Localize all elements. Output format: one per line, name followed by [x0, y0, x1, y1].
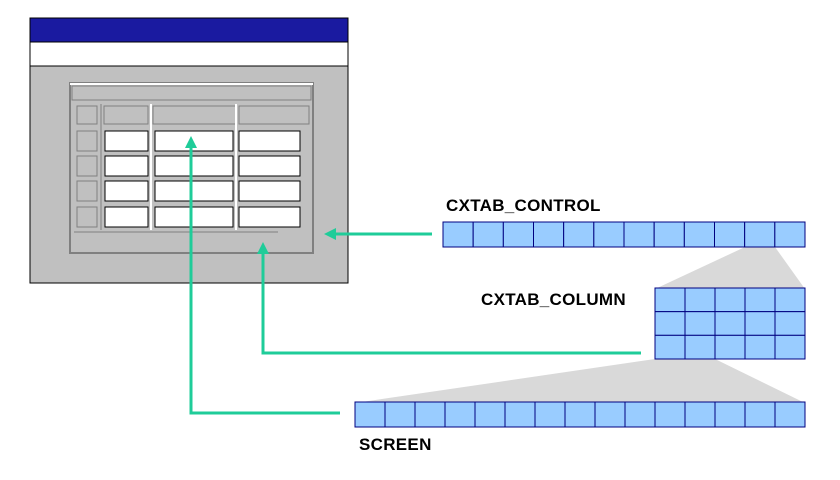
column-structure-cell [654, 287, 686, 313]
table-cell-input[interactable] [154, 180, 234, 202]
screen-structure-cell [474, 401, 506, 428]
screen-to-table-arrow [189, 144, 340, 415]
table-cell-input[interactable] [238, 206, 301, 228]
arrowhead-up-icon [185, 136, 197, 148]
control-structure-cell [774, 221, 806, 248]
table-cell-input[interactable] [104, 206, 149, 228]
table-cell-input[interactable] [154, 206, 234, 228]
arrowhead-left-icon [324, 228, 336, 240]
screen-structure-cell [654, 401, 686, 428]
table-cell-input[interactable] [104, 180, 149, 202]
table-row [76, 180, 301, 202]
table-cell-input[interactable] [104, 155, 149, 177]
column-to-table-arrow [261, 250, 641, 355]
cxtab-control-structure [442, 221, 806, 248]
column-header-2[interactable] [152, 105, 237, 125]
screen-label: SCREEN [359, 435, 432, 454]
connector-arrows [189, 144, 641, 415]
control-structure-cell [593, 221, 625, 248]
screen-structure-cell [564, 401, 596, 428]
screen-window [29, 17, 349, 284]
table-frame-highlight [70, 83, 313, 85]
column-structure-cell [684, 334, 716, 360]
row-selector-header[interactable] [76, 105, 98, 125]
column-structure-cell [714, 334, 746, 360]
arrowhead-up-icon [257, 242, 269, 254]
control-structure-cell [563, 221, 595, 248]
row-selector[interactable] [76, 155, 98, 177]
screen-structure-cell [354, 401, 386, 428]
table-title-bar [71, 85, 312, 101]
screen-structure-cell [594, 401, 626, 428]
table-row [76, 130, 301, 152]
row-selector[interactable] [76, 206, 98, 228]
table-row [76, 155, 301, 177]
control-structure-cell [653, 221, 685, 248]
row-selector[interactable] [76, 130, 98, 152]
row-selector[interactable] [76, 180, 98, 202]
window-menu-bar [29, 41, 349, 67]
column-structure-cell [714, 287, 746, 313]
control-structure-cell [714, 221, 746, 248]
column-structure-cell [744, 334, 776, 360]
cxtab-column-structure [654, 287, 806, 360]
control-structure-cell [472, 221, 504, 248]
column-structure-cell [684, 287, 716, 313]
control-structure-cell [533, 221, 565, 248]
column-structure-cell [774, 287, 806, 313]
screen-structure-cell [714, 401, 746, 428]
column-structure-cell [654, 334, 686, 360]
column-structure-cell [774, 311, 806, 336]
screen-structure-cell [504, 401, 536, 428]
control-structure-cell [502, 221, 534, 248]
cxtab-column-label: CXTAB_COLUMN [481, 290, 626, 309]
screen-structure-cell [684, 401, 716, 428]
screen-structure-cell [444, 401, 476, 428]
window-title-bar [29, 17, 349, 43]
table-row [76, 206, 301, 228]
column-header-1[interactable] [103, 105, 149, 125]
column-structure-cell [774, 334, 806, 360]
table-cell-input[interactable] [154, 155, 234, 177]
column-structure-cell [684, 311, 716, 336]
screen-structure-cell [774, 401, 806, 428]
table-cell-input[interactable] [104, 130, 149, 152]
screen-structure [354, 401, 806, 428]
column-header-3[interactable] [238, 105, 310, 125]
cxtab-control-label: CXTAB_CONTROL [446, 196, 601, 215]
control-structure-cell [744, 221, 776, 248]
control-structure-cell [623, 221, 655, 248]
screen-structure-cell [534, 401, 566, 428]
column-structure-cell [654, 311, 686, 336]
screen-structure-cell [624, 401, 656, 428]
screen-structure-cell [414, 401, 446, 428]
column-structure-cell [714, 311, 746, 336]
column-to-screen-expansion [355, 359, 805, 403]
table-cell-input[interactable] [238, 155, 301, 177]
control-to-column-expansion [655, 247, 805, 289]
table-cell-input[interactable] [154, 130, 234, 152]
table-cell-input[interactable] [238, 130, 301, 152]
screen-structure-cell [744, 401, 776, 428]
screen-structure-cell [384, 401, 416, 428]
column-structure-cell [744, 311, 776, 336]
control-structure-cell [442, 221, 474, 248]
control-structure-cell [683, 221, 716, 248]
column-structure-cell [744, 287, 776, 313]
table-cell-input[interactable] [238, 180, 301, 202]
